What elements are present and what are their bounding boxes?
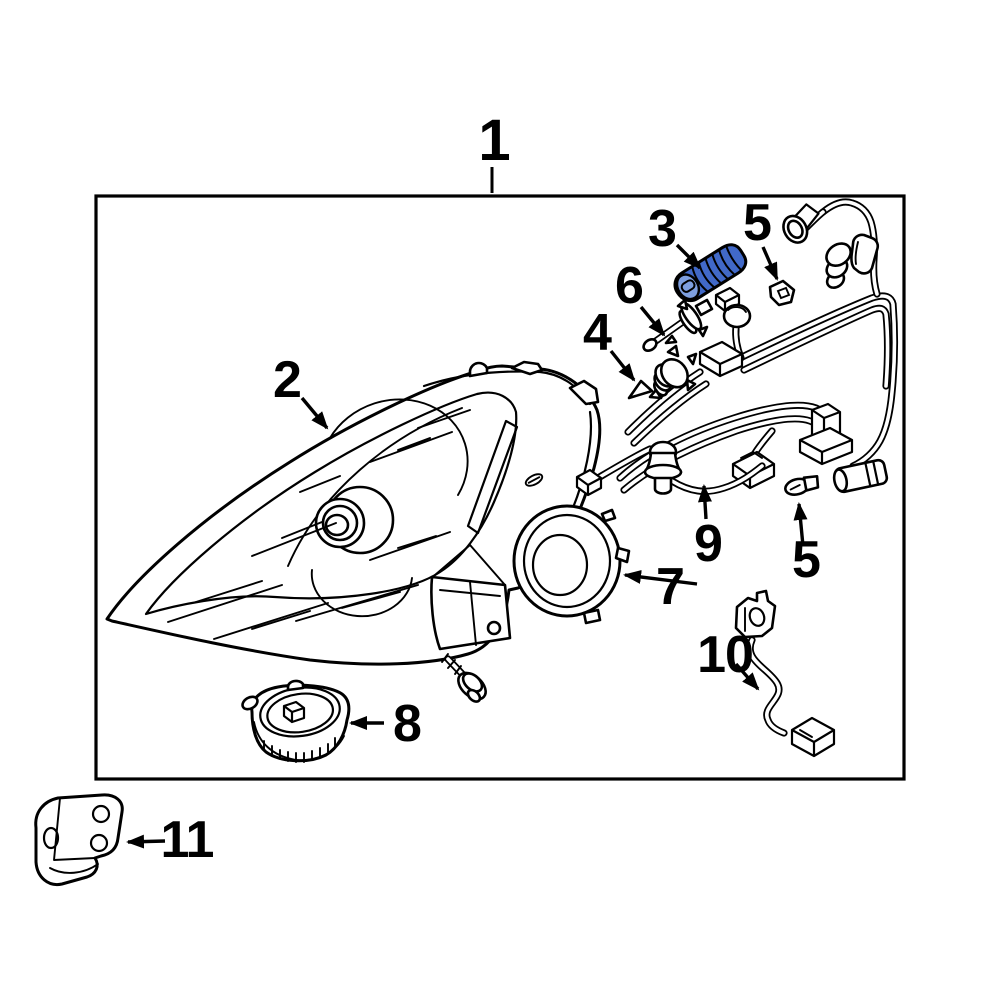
headlamp-wire [734,589,836,758]
arrow-4 [609,349,636,382]
callout-1-label[interactable]: 1 [478,108,510,173]
callout-5-upper-label[interactable]: 5 [743,194,772,252]
callout-arrows [126,243,808,849]
bulb-hid [627,344,698,400]
arrow-10 [734,662,760,691]
bulb-small [642,298,714,353]
arrow-6 [639,305,666,337]
arrow-2 [300,396,329,430]
callout-4-label[interactable]: 4 [583,304,612,362]
headlamp-cover-cap [512,504,631,625]
bulb-wedge [784,474,820,496]
callout-5-lower-label[interactable]: 5 [792,531,821,589]
arrow-5-upper [761,246,779,281]
callout-8-label[interactable]: 8 [393,695,422,753]
headlamp-housing [105,360,602,666]
callout-11-label[interactable]: 11 [160,811,215,869]
clip-upper [768,279,796,307]
arrow-9 [697,484,712,520]
callout-9-label[interactable]: 9 [694,515,723,573]
callout-7-label[interactable]: 7 [656,558,685,616]
callout-2-label[interactable]: 2 [273,351,302,409]
callout-3-label[interactable]: 3 [648,200,677,258]
mounting-screw [441,653,487,703]
bulb-cap-open-end [675,273,701,301]
callout-6-label[interactable]: 6 [615,257,644,315]
hid-ballast [241,679,351,763]
arrow-11 [126,834,166,849]
mounting-bracket [34,793,124,887]
arrow-3 [675,243,702,270]
bulb-cap-highlighted[interactable] [670,240,750,306]
bulb-socket-harness [575,440,766,497]
callout-10-label[interactable]: 10 [697,626,754,684]
arrow-7 [623,570,698,586]
arrow-5-lower [793,502,808,547]
